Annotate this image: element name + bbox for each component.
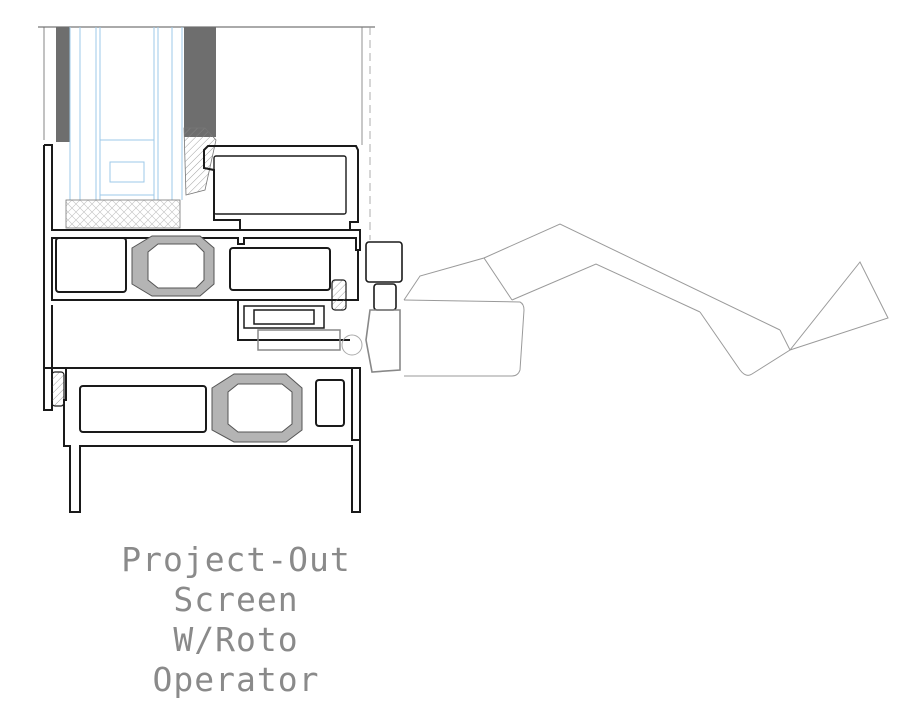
thermal-break-lower: [211, 373, 303, 443]
outer-frame: [43, 367, 361, 513]
caption-line-2: Screen: [173, 580, 299, 619]
screen-frame: [365, 241, 403, 373]
caption-line-4: Operator: [152, 660, 320, 699]
glazing-wedge: [183, 127, 217, 196]
caption-line-1: Project-Out: [121, 540, 351, 579]
caption-line-3: W/Roto: [173, 620, 299, 659]
roto-operator-handle: [341, 223, 889, 377]
drawing-caption: Project-Out Screen W/Roto Operator: [76, 540, 396, 700]
hardware-insert: [243, 305, 341, 351]
vent-frame: [43, 144, 361, 411]
thermal-break-upper: [131, 235, 215, 297]
glass-unit: [56, 27, 216, 229]
glazing-stop: [203, 145, 359, 231]
gaskets: [51, 279, 347, 407]
